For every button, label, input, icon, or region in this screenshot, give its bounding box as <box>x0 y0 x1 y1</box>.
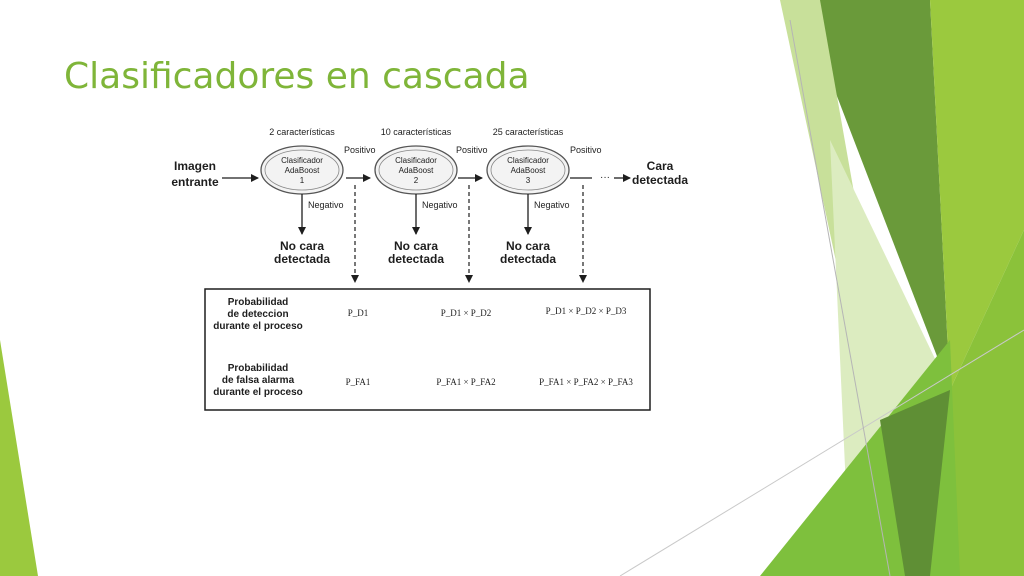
stage-1-features: 2 características <box>269 127 335 137</box>
row-1-cell-1: P_D1 <box>348 308 369 318</box>
stage-1-node-inner <box>264 149 340 191</box>
stage-2-reject-line-2: detectada <box>388 252 444 266</box>
stage-1-reject-line-2: detectada <box>274 252 330 266</box>
deco-thin-line <box>619 329 1024 576</box>
input-label-line-1: Imagen <box>174 159 216 173</box>
row-1-label-line-1: Probabilidad <box>228 297 289 308</box>
stage-2-features: 10 características <box>381 127 452 137</box>
stage-1-number: 1 <box>300 176 305 185</box>
stage-2-node-inner <box>378 149 454 191</box>
stage-3-number: 3 <box>526 176 531 185</box>
stage-2-negative-label: Negativo <box>422 200 458 210</box>
row-1-cell-2: P_D1 × P_D2 <box>441 308 492 318</box>
stage-3-node-inner <box>490 149 566 191</box>
row-2-cell-3: P_FA1 × P_FA2 × P_FA3 <box>539 377 633 387</box>
positive-label-1: Positivo <box>344 145 376 155</box>
input-label-line-2: entrante <box>171 175 219 189</box>
row-2-label-line-1: Probabilidad <box>228 363 289 374</box>
deco-left-sliver <box>0 340 38 576</box>
row-2-cell-2: P_FA1 × P_FA2 <box>436 377 495 387</box>
deco-thin-line-2 <box>789 19 891 576</box>
stage-3: 25 características Clasificador AdaBoost… <box>486 127 570 266</box>
row-1-label-line-2: de deteccion <box>227 309 288 320</box>
stage-2-number: 2 <box>414 176 419 185</box>
stage-3-features: 25 características <box>493 127 564 137</box>
stage-1: 2 características Clasificador AdaBoost … <box>260 127 344 266</box>
row-2-cell-1: P_FA1 <box>346 377 371 387</box>
deco-facet-dark <box>800 0 950 390</box>
ellipsis: ··· <box>600 172 610 183</box>
positive-label-3: Positivo <box>570 145 602 155</box>
probability-table <box>204 288 651 411</box>
output-label-line-2: detectada <box>632 173 688 187</box>
positive-label-2: Positivo <box>456 145 488 155</box>
stage-2-name-line-1: Clasificador <box>395 156 437 165</box>
output-label-line-1: Cara <box>647 159 674 173</box>
row-1-cell-3: P_D1 × P_D2 × P_D3 <box>546 306 627 316</box>
stage-1-negative-label: Negativo <box>308 200 344 210</box>
row-2-label-line-2: de falsa alarma <box>222 375 295 386</box>
stage-1-reject-line-1: No cara <box>280 239 324 253</box>
stage-2-reject-line-1: No cara <box>394 239 438 253</box>
stage-1-name-line-2: AdaBoost <box>285 166 320 175</box>
stage-3-name-line-2: AdaBoost <box>511 166 546 175</box>
stage-2: 10 características Clasificador AdaBoost… <box>374 127 458 266</box>
stage-3-negative-label: Negativo <box>534 200 570 210</box>
deco-facet-shadow <box>880 390 950 576</box>
stage-3-reject-line-1: No cara <box>506 239 550 253</box>
stage-3-reject-line-2: detectada <box>500 252 556 266</box>
slide-title: Clasificadores en cascada <box>64 56 530 97</box>
stage-2-name-line-2: AdaBoost <box>399 166 434 175</box>
stage-3-name-line-1: Clasificador <box>507 156 549 165</box>
row-2-label-line-3: durante el proceso <box>213 387 302 398</box>
row-1-label-line-3: durante el proceso <box>213 321 302 332</box>
deco-facet-light-top <box>930 0 1024 390</box>
stage-1-name-line-1: Clasificador <box>281 156 323 165</box>
